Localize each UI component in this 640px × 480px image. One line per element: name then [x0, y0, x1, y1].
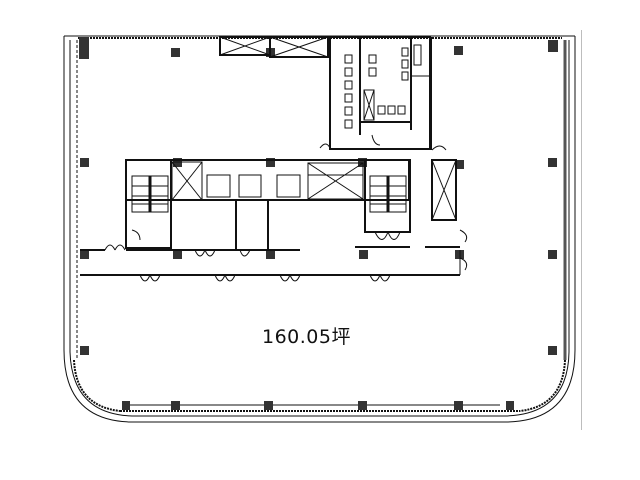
elevator-1 [206, 174, 231, 198]
stair-left [131, 175, 169, 213]
elevator-2 [238, 174, 262, 198]
page-divider [581, 30, 582, 430]
toilet-fixtures [344, 44, 422, 129]
outer-wall-inner [69, 40, 570, 417]
shaft-top-right [269, 36, 329, 58]
stair-right [369, 175, 407, 213]
area-label: 160.05坪 [262, 326, 351, 348]
outer-wall [63, 36, 576, 423]
doors [104, 134, 468, 282]
columns [79, 37, 558, 410]
elevator-3 [276, 174, 301, 198]
